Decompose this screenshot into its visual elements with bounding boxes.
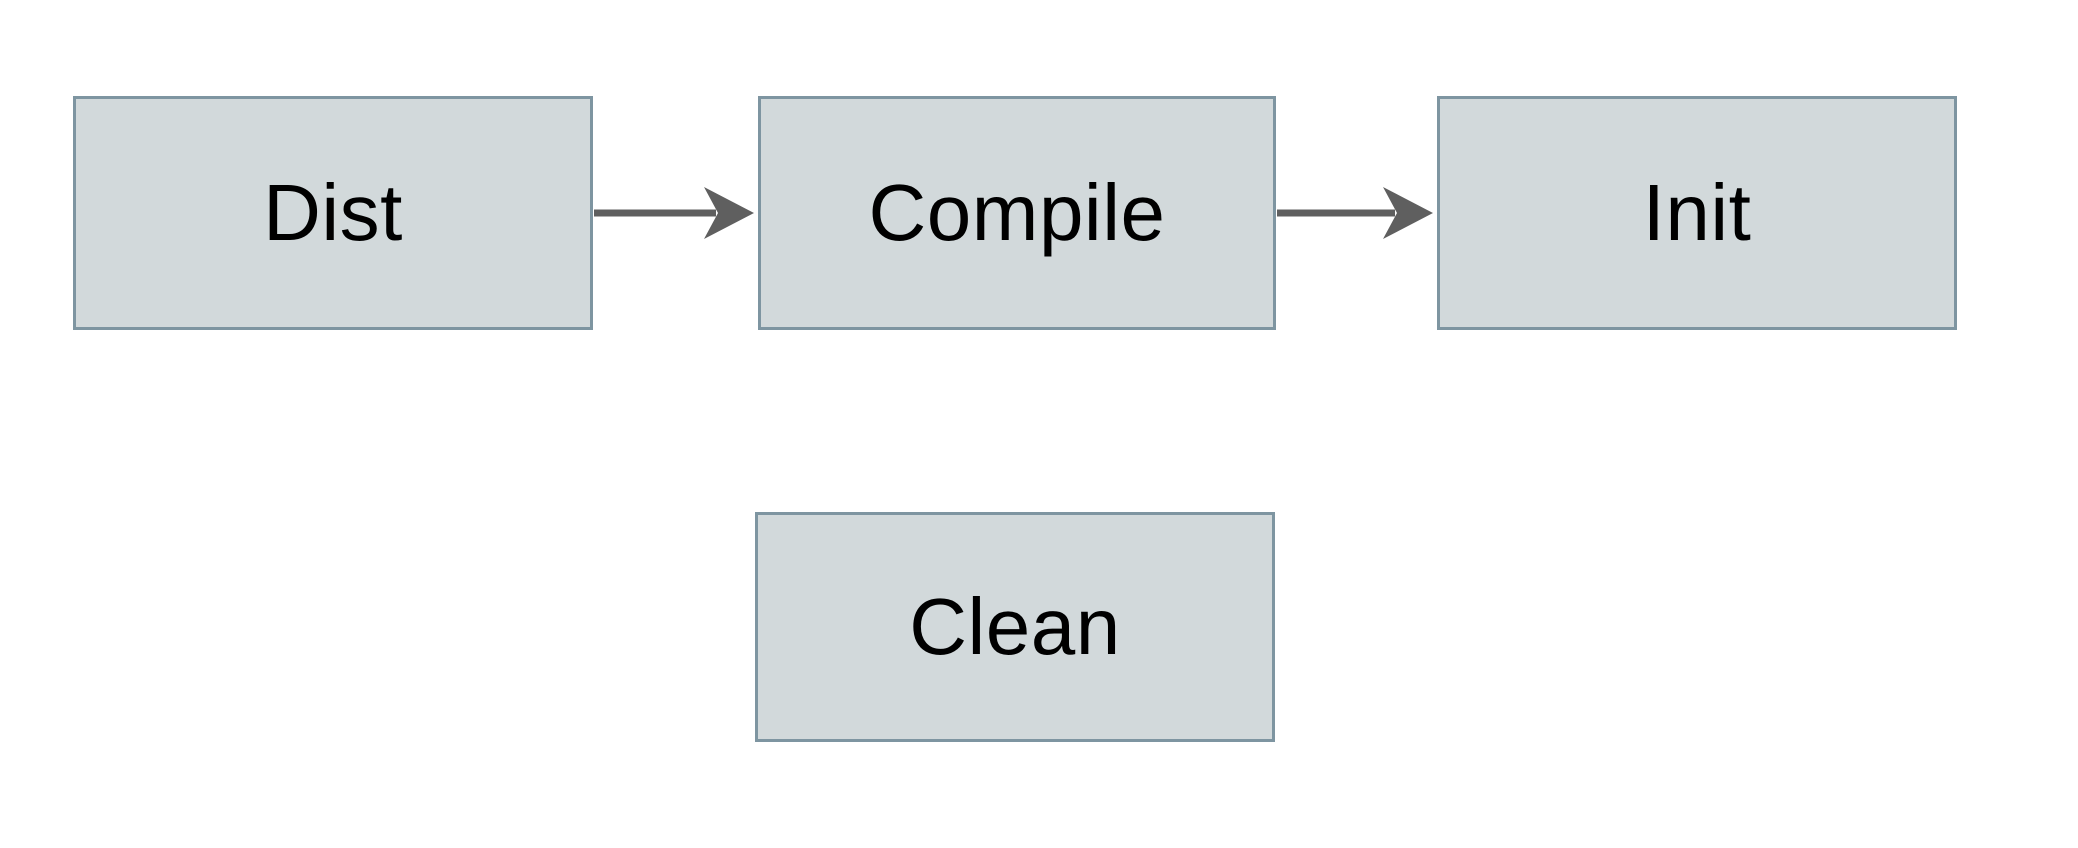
flow-node-dist: Dist bbox=[73, 96, 593, 330]
flow-node-clean: Clean bbox=[755, 512, 1275, 742]
node-label-compile: Compile bbox=[868, 168, 1166, 257]
arrow-compile-to-init bbox=[1277, 187, 1433, 239]
arrowhead-icon bbox=[704, 187, 754, 239]
arrow-dist-to-compile bbox=[594, 187, 754, 239]
flow-node-init: Init bbox=[1437, 96, 1957, 330]
node-label-clean: Clean bbox=[909, 582, 1121, 671]
node-label-dist: Dist bbox=[263, 168, 403, 257]
flow-node-compile: Compile bbox=[758, 96, 1276, 330]
arrowhead-icon bbox=[1383, 187, 1433, 239]
node-label-init: Init bbox=[1642, 168, 1752, 257]
